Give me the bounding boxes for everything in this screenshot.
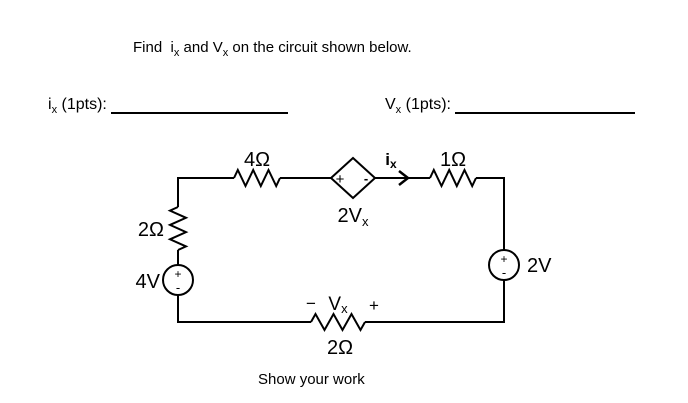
- vx-answer-blank[interactable]: [454, 112, 635, 114]
- page-title: Find ix and Vx on the circuit shown belo…: [133, 39, 412, 59]
- dependent-source-plus-sign: +: [336, 171, 345, 188]
- resistor-left: [167, 206, 189, 251]
- resistor-top-right-label: 1Ω: [440, 149, 466, 171]
- resistor-bottom-label: 2Ω: [327, 337, 353, 359]
- title-subscript-2: x: [222, 47, 229, 59]
- source-2v-minus-sign: -: [502, 265, 506, 280]
- title-text-1: Find i: [133, 39, 174, 56]
- resistor-left-label: 2Ω: [138, 219, 164, 241]
- resistor-top-left-label: 4Ω: [244, 149, 270, 171]
- resistor-bottom: [310, 311, 366, 333]
- vx-label-points: (1pts):: [401, 96, 451, 113]
- vx-minus-sign: −: [306, 294, 316, 313]
- ix-answer-label: ix (1pts):: [48, 96, 107, 117]
- voltage-source-2v-circle: [488, 249, 520, 281]
- title-text-2: and V: [179, 39, 223, 56]
- answer-field-vx: Vx (1pts):: [385, 96, 635, 117]
- resistor-top-right: [429, 167, 477, 189]
- ix-current-base: i: [385, 150, 390, 169]
- dependent-source-label: 2Vx: [338, 205, 369, 229]
- circuit-wire: [177, 177, 505, 323]
- source-4v-label: 4V: [136, 271, 161, 293]
- dependent-source-diamond: [329, 156, 377, 200]
- source-2v-label: 2V: [527, 255, 552, 277]
- vx-label-sub: x: [395, 104, 402, 117]
- ix-label-points: (1pts):: [57, 96, 107, 113]
- vx-label-base: V: [385, 96, 396, 113]
- resistor-top-left: [233, 167, 281, 189]
- answer-field-ix: ix (1pts):: [48, 96, 288, 117]
- title-text-3: on the circuit shown below.: [228, 39, 412, 56]
- voltage-source-4v-circle: [162, 264, 194, 296]
- ix-label-sub: x: [51, 104, 58, 117]
- vx-voltage-label: Vx: [328, 294, 348, 316]
- source-2v-plus-sign: +: [500, 252, 507, 266]
- ix-answer-blank[interactable]: [110, 112, 288, 114]
- dependent-source-gain-sub: x: [362, 214, 369, 229]
- source-4v-plus-sign: +: [174, 267, 181, 281]
- dependent-source-gain: 2V: [338, 205, 363, 227]
- vx-voltage-sub: x: [341, 301, 348, 316]
- source-4v-minus-sign: -: [176, 280, 180, 295]
- title-subscript-1: x: [173, 47, 180, 59]
- show-work-note: Show your work: [258, 371, 365, 388]
- vx-voltage-base: V: [328, 294, 341, 315]
- ix-current-arrow: [398, 170, 411, 186]
- vx-plus-sign: +: [369, 296, 379, 315]
- ix-label-base: i: [48, 96, 52, 113]
- vx-answer-label: Vx (1pts):: [385, 96, 451, 117]
- ix-current-sub: x: [390, 157, 397, 171]
- dependent-source-minus-sign: -: [364, 171, 368, 186]
- ix-current-label: ix: [385, 150, 397, 171]
